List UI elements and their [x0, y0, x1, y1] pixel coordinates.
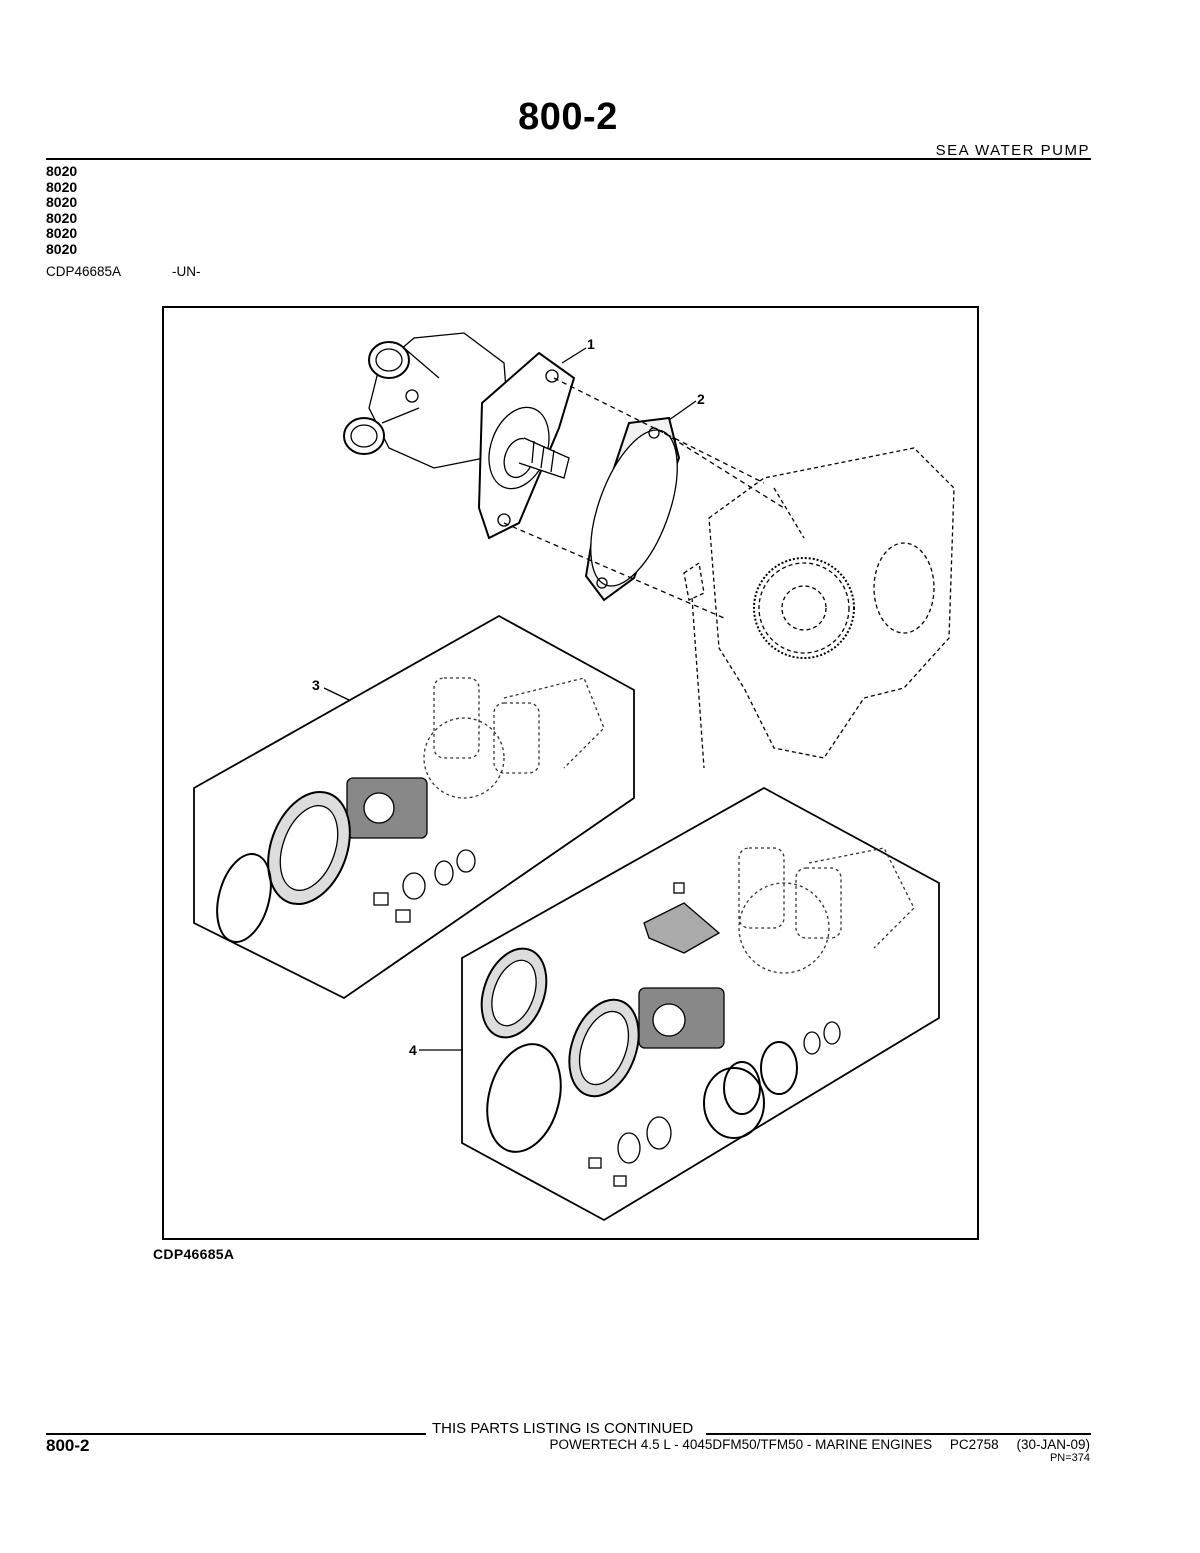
callout-4: 4 — [409, 1042, 417, 1058]
parts-illustration: 1 2 3 4 — [162, 306, 979, 1240]
code-list: 8020 8020 8020 8020 8020 8020 — [46, 163, 78, 257]
code-item: 8020 — [46, 240, 78, 257]
callout-1: 1 — [587, 336, 595, 352]
figure-caption: CDP46685A — [153, 1246, 235, 1262]
continued-text: THIS PARTS LISTING IS CONTINUED — [432, 1420, 694, 1437]
continued-rule-left — [46, 1433, 426, 1435]
code-item: 8020 — [46, 225, 78, 241]
footer-info: POWERTECH 4.5 L - 4045DFM50/TFM50 - MARI… — [536, 1437, 1090, 1452]
callout-3: 3 — [312, 677, 320, 693]
repair-kit-panel — [193, 614, 635, 1000]
page-title: 800-2 — [518, 96, 618, 138]
engine-gear-housing — [683, 447, 955, 769]
overhaul-kit-panel — [461, 786, 940, 1222]
drive-gear — [753, 557, 855, 659]
footer-pn: PN=374 — [1049, 1452, 1090, 1464]
callout-leaders — [323, 347, 697, 1051]
footer-manual-title: POWERTECH 4.5 L - 4045DFM50/TFM50 - MARI… — [549, 1437, 933, 1452]
continued-rule-right — [706, 1433, 1091, 1435]
code-item: 8020 — [46, 178, 78, 195]
code-item: 8020 — [46, 163, 78, 179]
footer-catalog: PC2758 — [949, 1437, 999, 1452]
pump-gasket — [584, 416, 681, 602]
sea-water-pump-assembly — [343, 332, 576, 540]
footer-page-number: 800-2 — [46, 1436, 90, 1455]
code-item: 8020 — [46, 194, 78, 210]
callout-2: 2 — [697, 391, 705, 407]
code-item: 8020 — [46, 209, 78, 226]
continued-notice: THIS PARTS LISTING IS CONTINUED — [46, 1420, 1091, 1440]
figure-reference-id: CDP46685A — [46, 264, 122, 279]
header-rule — [46, 158, 1091, 160]
figure-reference-note: -UN- — [172, 264, 201, 279]
footer-date: (30-JAN-09) — [1016, 1437, 1090, 1452]
section-title: SEA WATER PUMP — [935, 142, 1090, 159]
alignment-lines — [503, 377, 785, 619]
figure-reference: CDP46685A -UN- — [46, 264, 201, 279]
